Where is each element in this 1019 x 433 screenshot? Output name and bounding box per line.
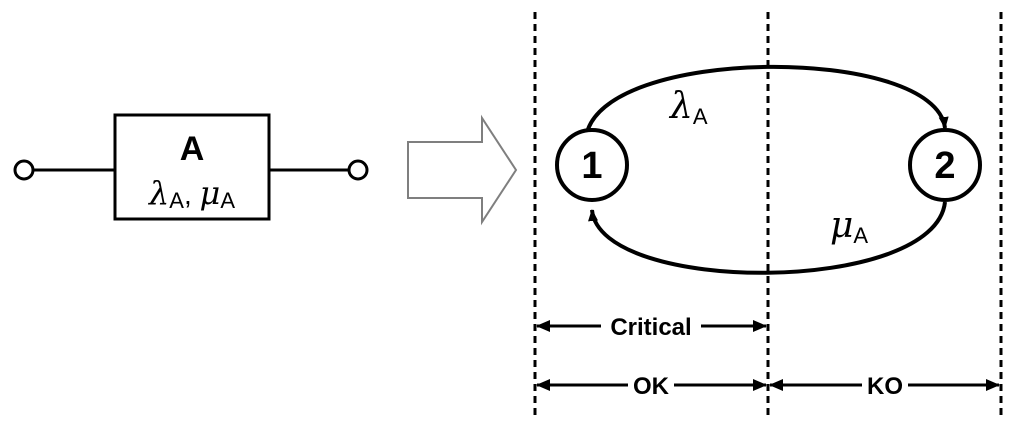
repair-rate-label: μA [830,205,868,248]
failure-rate-label: λA [668,86,708,129]
mu-symbol: μ [200,174,221,212]
ko-dimension: KO [769,371,1000,400]
state-1-node [555,128,629,202]
component-block-group: A λA, μA [13,113,369,221]
lambda-subscript: A [169,188,184,213]
ok-label: OK [633,373,670,400]
lambda-symbol: λ [147,174,169,212]
failure-transition-arc [584,64,949,138]
ok-dimension: OK [536,371,767,400]
output-terminal [347,159,369,181]
component-params: λA, μA [147,174,235,213]
critical-dimension: Critical [536,312,767,341]
transform-arrow-icon [407,114,518,226]
mu-subscript: A [220,188,235,213]
repair-transition-arc [588,201,947,275]
state-2-label: 2 [934,145,955,187]
component-name: A [180,130,205,168]
ko-label: KO [867,373,903,400]
param-separator: , [184,179,192,210]
state-1-label: 1 [581,145,602,187]
region-boundaries [533,12,1003,420]
state-2: 2 [908,128,982,202]
state-2-node [908,128,982,202]
critical-label: Critical [610,314,691,341]
input-terminal [13,159,35,181]
component-box [113,113,271,221]
state-1: 1 [555,128,629,202]
